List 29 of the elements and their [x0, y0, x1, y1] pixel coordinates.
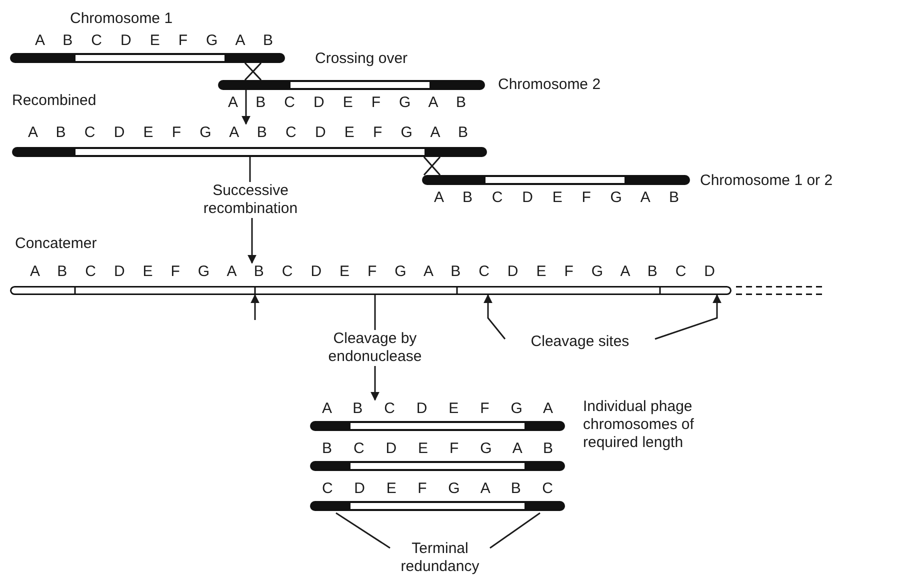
arrow [248, 218, 256, 264]
annotation-text: Terminal redundancy [400, 540, 480, 576]
gene-sequence: C D E F G A B C [322, 480, 553, 498]
arrow [242, 90, 250, 125]
connector-line [249, 157, 251, 182]
annotation-text: Successive recombination [202, 182, 299, 218]
gene-sequence: B C D E F G A B [322, 440, 553, 458]
annotation-text: Concatemer [15, 235, 98, 253]
annotation-text: Individual phage chromosomes of required length [583, 398, 695, 452]
connector-line [374, 295, 376, 330]
annotation-text: Crossing over [315, 50, 409, 68]
arrow [370, 366, 380, 401]
annotation-text: Cleavage sites [530, 333, 630, 351]
arrow [484, 294, 506, 340]
arrow [250, 294, 260, 320]
arrow [654, 294, 722, 340]
gene-sequence: A B C D E F G A B [228, 94, 466, 112]
connector-line [490, 512, 540, 549]
chromosome-label: Chromosome 1 or 2 [700, 172, 833, 190]
connector-line [336, 512, 390, 549]
annotation-text: Recombined [12, 92, 98, 110]
gene-sequence: A B C D E F G A [322, 400, 553, 418]
chromosome-label: Chromosome 2 [498, 76, 601, 94]
gene-sequence: A B C D E F G A B [434, 189, 679, 207]
gene-sequence: A B C D E F G A B C D E F G A B [28, 124, 468, 142]
gene-sequence: A B C D E F G A B [35, 32, 273, 50]
gene-sequence: A B C D E F G A B C D E F G A B C D E F G A B C D [30, 263, 715, 281]
annotation-text: Chromosome 1 [70, 10, 174, 28]
annotation-text: Cleavage by endonuclease [327, 330, 423, 366]
